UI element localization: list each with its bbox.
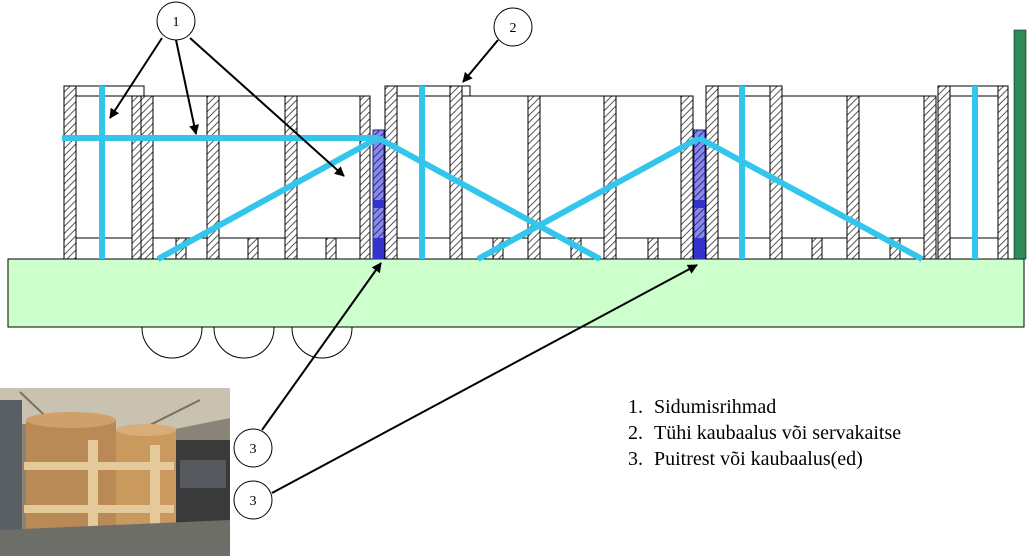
- legend-item-text: Tühi kaubaalus või servakaitse: [654, 422, 902, 444]
- callout-3a-label: 3: [250, 442, 257, 457]
- callout-1: 1: [109, 1, 345, 177]
- headboard: [1013, 29, 1027, 260]
- legend-item-number: 3.: [628, 448, 643, 470]
- cargo-group-1: [63, 85, 371, 260]
- truck-cargo-photo: [0, 388, 230, 556]
- truck-bed: [7, 258, 1025, 328]
- legend-item-3: 3. Puitrest või kaubaalus(ed): [612, 446, 901, 472]
- callout-3a: 3: [233, 262, 382, 468]
- legend-item-2: 2. Tühi kaubaalus või servakaitse: [612, 420, 901, 446]
- callout-1-label: 1: [173, 15, 180, 30]
- timber-spacers: [372, 129, 706, 260]
- legend-item-number: 1.: [628, 396, 643, 418]
- callout-2-label: 2: [510, 21, 517, 36]
- legend-item-text: Puitrest või kaubaalus(ed): [654, 448, 863, 470]
- callout-3b: 3: [233, 264, 698, 520]
- callout-2: 2: [462, 7, 533, 83]
- legend-item-text: Sidumisrihmad: [654, 396, 777, 418]
- lashing-straps: [62, 86, 978, 262]
- callout-3b-label: 3: [250, 494, 257, 509]
- legend-item-1: 1. Sidumisrihmad: [612, 394, 901, 420]
- cargo-group-2: [384, 85, 694, 260]
- legend: 1. Sidumisrihmad 2. Tühi kaubaalus või s…: [612, 394, 901, 472]
- legend-item-number: 2.: [628, 422, 643, 444]
